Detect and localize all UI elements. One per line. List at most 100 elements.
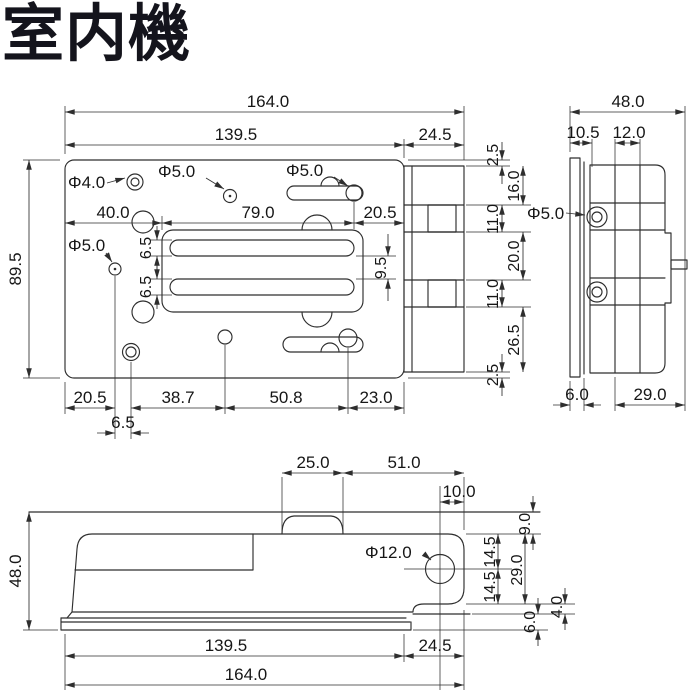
dim-label-139-5: 139.5 — [215, 125, 258, 144]
hole-label-side-phi5: Φ5.0 — [527, 204, 586, 223]
dim-label-bottom-6: 6.0 — [522, 611, 539, 633]
dim-label-6-5-lower: 6.5 — [138, 276, 155, 298]
hook-slot-upper — [427, 204, 457, 233]
side-body-outline — [589, 164, 672, 374]
dim-label-23: 23.0 — [359, 388, 392, 407]
dim-label-side-6: 6.0 — [565, 385, 589, 404]
dim-label-14-5-b: 14.5 — [482, 571, 499, 602]
dim-front-mid-chain: 40.0 79.0 20.5 — [64, 202, 405, 230]
dim-label-10-5: 10.5 — [566, 123, 599, 142]
dim-label-12: 12.0 — [612, 123, 645, 142]
bottom-bump — [301, 311, 333, 328]
drawing-title: 室内機 — [2, 0, 192, 69]
dim-label-6-5-upper: 6.5 — [138, 237, 155, 259]
dim-label-bottom-48: 48.0 — [6, 554, 25, 587]
dim-label-38-7: 38.7 — [161, 388, 194, 407]
dim-label-bottom-139-5: 139.5 — [205, 636, 248, 655]
hole-phi5-left-center — [113, 267, 117, 271]
side-boss-upper-outer — [586, 206, 608, 228]
dim-label-bottom-29: 29.0 — [509, 554, 526, 585]
dim-label-9-5: 9.5 — [373, 257, 390, 279]
dim-label-6-5-offset: 6.5 — [111, 413, 135, 432]
front-holes — [108, 173, 364, 362]
dim-front-bottom-chain: 20.5 38.7 50.8 23.0 6.5 — [64, 276, 405, 439]
side-boss-lower-outer — [586, 281, 608, 303]
label-phi5-left: Φ5.0 — [68, 236, 105, 255]
dim-label-11-a: 11.0 — [485, 204, 502, 234]
bottom-view: 25.0 51.0 10.0 Φ12.0 48.0 9.0 14.5 — [6, 453, 575, 690]
label-phi4: Φ4.0 — [68, 173, 105, 192]
hole-bottom-mid — [217, 329, 233, 345]
label-phi5-top: Φ5.0 — [158, 162, 195, 181]
side-view: 48.0 10.5 12.0 Φ5.0 6.0 29.0 — [527, 92, 688, 411]
dim-side-bottom: 6.0 29.0 — [553, 377, 686, 411]
top-bump — [301, 214, 333, 231]
center-slot-region — [161, 214, 364, 328]
hook-slot-lower — [427, 279, 457, 308]
hole-label-phi5-top: Φ5.0 — [158, 162, 225, 190]
dim-label-10: 10.0 — [442, 482, 475, 501]
slot-upper — [169, 239, 355, 257]
dim-label-11-b: 11.0 — [485, 279, 502, 309]
hole-label-phi5-left: Φ5.0 — [68, 236, 113, 263]
dim-bottom-width-chain: 139.5 24.5 164.0 — [64, 610, 465, 690]
dim-front-height: 89.5 — [6, 159, 60, 379]
side-boss-lower-inner — [591, 286, 603, 298]
hole-phi5-top — [222, 188, 238, 204]
dim-label-20-5-top: 20.5 — [363, 203, 396, 222]
side-hook-tab — [403, 165, 465, 373]
keyhole-slot-top — [286, 176, 364, 202]
dim-front-slot-heights: 6.5 6.5 9.5 — [138, 226, 396, 309]
dim-front-right-chain: 2.5 16.0 11.0 20.0 11.0 26.5 2.5 — [408, 142, 531, 396]
dim-label-51: 51.0 — [387, 453, 420, 472]
hole-label-phi4: Φ4.0 — [68, 173, 126, 192]
dim-front-body-width: 139.5 — [64, 125, 405, 158]
dim-side-depth: 48.0 — [569, 92, 686, 411]
pipe-stub — [670, 259, 688, 270]
dim-label-bottom-24-5: 24.5 — [418, 636, 451, 655]
dim-label-50-8: 50.8 — [269, 388, 302, 407]
hole-phi4-inner — [130, 177, 140, 187]
dim-label-4: 4.0 — [549, 596, 566, 618]
hole-bottom-outer — [121, 342, 141, 362]
dim-front-tab-width: 24.5 — [403, 125, 465, 148]
dim-label-79: 79.0 — [241, 203, 274, 222]
slot-lower — [169, 278, 355, 296]
dim-label-26-5: 26.5 — [506, 324, 523, 355]
dim-label-2-5-top: 2.5 — [485, 144, 502, 166]
dim-label-164: 164.0 — [247, 92, 290, 111]
hole-large-lower — [131, 300, 155, 324]
dim-bottom-depth: 48.0 — [6, 511, 58, 631]
hole-phi5-top-center — [228, 194, 232, 198]
dim-label-side-48: 48.0 — [611, 92, 644, 111]
dim-bottom-top-chain: 25.0 51.0 10.0 — [281, 453, 476, 531]
hole-label-phi5-right: Φ5.0 — [286, 161, 349, 187]
base-flange — [60, 611, 471, 631]
dim-label-2-5-bottom: 2.5 — [485, 364, 502, 386]
dim-label-bottom-164: 164.0 — [225, 665, 268, 684]
front-view: 164.0 139.5 24.5 89.5 Φ4.0 Φ5.0 Φ5.0 — [6, 92, 531, 439]
dim-label-29: 29.0 — [633, 385, 666, 404]
hole-large-upper — [131, 210, 155, 234]
hole-bottom-inner — [125, 346, 137, 358]
side-plate — [569, 157, 581, 378]
hole-phi5-left — [108, 262, 122, 276]
dim-label-20: 20.0 — [506, 240, 523, 271]
dim-bottom-right-chain: 9.0 14.5 14.5 29.0 4.0 6.0 — [413, 496, 575, 646]
label-phi12: Φ12.0 — [365, 543, 412, 562]
dim-label-9: 9.0 — [517, 513, 534, 535]
dim-label-89-5: 89.5 — [6, 252, 25, 285]
dim-label-16: 16.0 — [506, 170, 523, 201]
dim-label-40: 40.0 — [96, 203, 129, 222]
hole-phi4-outer — [126, 173, 144, 191]
dim-front-overall-width: 164.0 — [64, 92, 465, 160]
dim-label-20-5-bottom: 20.5 — [73, 388, 106, 407]
dim-side-offsets: 10.5 12.0 — [566, 123, 646, 167]
dim-label-24-5: 24.5 — [418, 125, 451, 144]
keyhole-slot-bottom — [282, 328, 364, 353]
hole-label-phi12: Φ12.0 — [365, 543, 432, 562]
top-bump-profile — [281, 515, 344, 535]
bottom-body-outline — [71, 533, 465, 613]
